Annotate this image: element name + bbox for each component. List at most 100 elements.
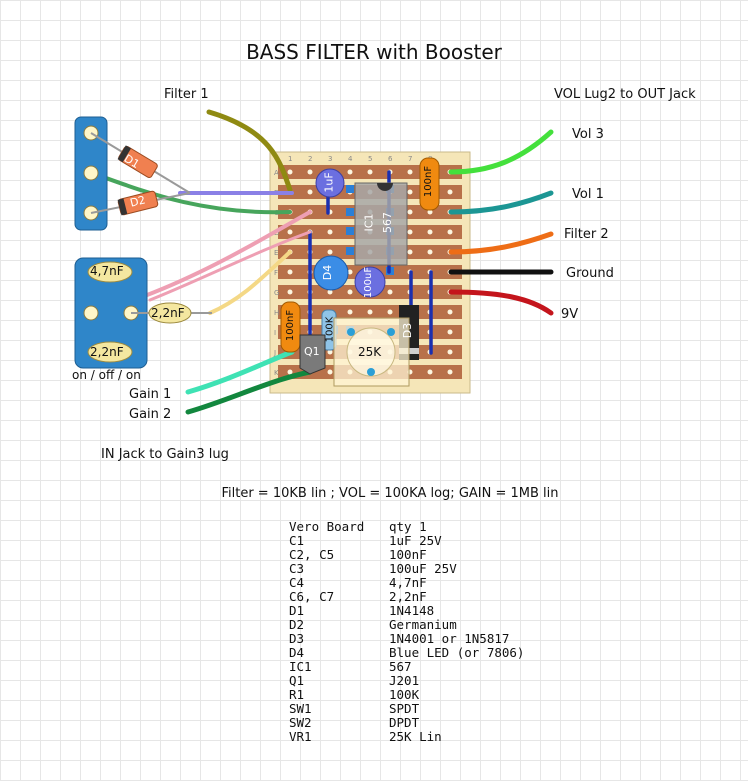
column-number: 4 <box>348 155 353 163</box>
bom-ref: R1 <box>289 687 305 702</box>
label-c7: 2,2nF <box>90 345 124 359</box>
strip-hole <box>327 249 333 255</box>
column-number: 2 <box>308 155 312 163</box>
row-letter: G <box>274 289 279 297</box>
strip-hole <box>347 309 353 315</box>
strip-hole <box>347 169 353 175</box>
row-letter: E <box>274 249 278 257</box>
bom-value: 100uF 25V <box>389 561 457 576</box>
bom-value: 1uF 25V <box>389 533 442 548</box>
cap-c2 <box>419 157 440 211</box>
strip-hole <box>327 229 333 235</box>
label-c2: 100nF <box>423 165 435 198</box>
bom-ref: SW1 <box>289 701 312 716</box>
cap-c5 <box>280 301 301 353</box>
strip-hole <box>367 169 373 175</box>
column-number: 1 <box>288 155 292 163</box>
strip-hole <box>287 229 293 235</box>
strip-hole <box>447 349 453 355</box>
strip-hole <box>427 249 433 255</box>
page-title: BASS FILTER with Booster <box>246 40 502 64</box>
row-letter: H <box>274 309 279 317</box>
label-vol-out: VOL Lug2 to OUT Jack <box>554 87 696 102</box>
strip-hole <box>287 269 293 275</box>
cap-c1 <box>315 168 345 198</box>
label-c4: 4,7nF <box>90 264 124 278</box>
bom-value: DPDT <box>389 715 420 730</box>
label-ground: Ground <box>566 266 614 281</box>
wire-9v <box>448 289 554 316</box>
strip-hole <box>327 369 333 375</box>
strip-hole <box>447 329 453 335</box>
wire-cap-pink <box>148 230 312 302</box>
column-number: 6 <box>388 155 393 163</box>
bom-value: qty 1 <box>389 519 427 534</box>
bom-ref: IC1 <box>289 659 312 674</box>
wire-vol3 <box>448 129 554 175</box>
label-c6: 2,2nF <box>151 306 185 320</box>
label-gain2: Gain 2 <box>129 407 172 422</box>
trimmer-vr1 <box>333 317 410 387</box>
switch-sw1 <box>74 116 108 231</box>
strip-hole <box>407 189 413 195</box>
bom-value: 567 <box>389 659 412 674</box>
bom-ref: D4 <box>289 645 305 660</box>
bom-ref: C6, C7 <box>289 589 335 604</box>
bom-value: 100nF <box>389 547 427 562</box>
row-letter: F <box>274 269 278 277</box>
strip-hole <box>387 309 393 315</box>
transistor-q1 <box>299 334 326 375</box>
switch-sw2 <box>74 257 148 369</box>
bom-ref: D3 <box>289 631 305 646</box>
column-number: 3 <box>328 155 332 163</box>
right-wires <box>448 129 554 316</box>
bom-value: 1N4148 <box>389 603 435 618</box>
strip-hole <box>287 289 293 295</box>
diode-d1 <box>117 145 158 179</box>
wire-vol1 <box>448 190 554 215</box>
label-filter1: Filter 1 <box>164 87 209 102</box>
strip-hole <box>407 209 413 215</box>
wire-filter2 <box>448 231 554 255</box>
label-r1: 100K <box>324 316 336 343</box>
bom-row: IC1 567 <box>289 660 524 674</box>
label-c5: 100nF <box>285 309 297 342</box>
row-letter: I <box>274 329 276 337</box>
strip-hole <box>307 189 313 195</box>
label-d4: D4 <box>321 264 335 281</box>
strip-hole <box>427 209 433 215</box>
strip-hole <box>407 249 413 255</box>
strip-hole <box>367 309 373 315</box>
bom-ref: Vero Board <box>289 519 365 534</box>
bom-value: 25K Lin <box>389 729 442 744</box>
strip-hole <box>447 229 453 235</box>
row-letter: K <box>274 369 279 377</box>
bom-value: J201 <box>389 673 420 688</box>
wire-filter1 <box>206 109 293 193</box>
bom-value: Germanium <box>389 617 457 632</box>
strip-hole <box>427 229 433 235</box>
strip-hole <box>407 169 413 175</box>
led-d4 <box>313 255 349 291</box>
cap-c3 <box>354 266 386 298</box>
strip-hole <box>387 289 393 295</box>
label-q1: Q1 <box>304 345 320 358</box>
wire-d2-green <box>90 171 292 215</box>
bom-ref: C2, C5 <box>289 547 335 562</box>
label-ic1-type: 567 <box>381 212 394 233</box>
column-number: 5 <box>368 155 372 163</box>
strip-hole <box>447 369 453 375</box>
ic1 <box>354 182 408 266</box>
strip-hole <box>327 289 333 295</box>
label-in-jack: IN Jack to Gain3 lug <box>101 447 229 462</box>
strip-hole <box>347 289 353 295</box>
label-filter2: Filter 2 <box>564 227 609 242</box>
